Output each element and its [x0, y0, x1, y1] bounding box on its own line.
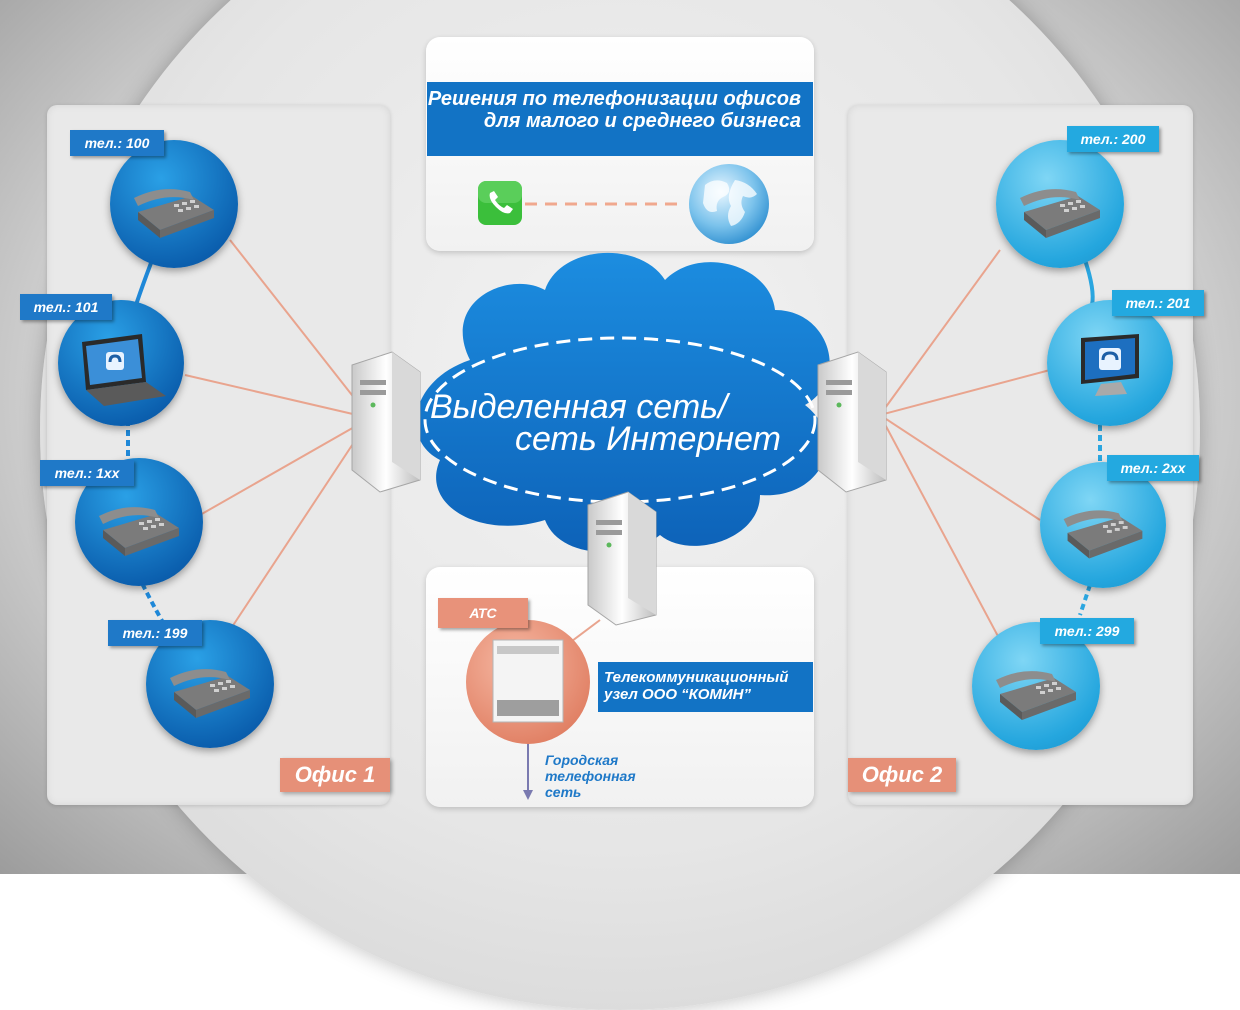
phone-tag-199: тел.: 199	[108, 620, 202, 646]
pbx-tag: АТС	[438, 598, 528, 628]
desk-phone-icon	[996, 671, 1076, 720]
office2-node-2xx[interactable]	[1040, 462, 1166, 588]
desk-phone-icon	[1020, 189, 1100, 238]
pbx-device	[466, 620, 590, 744]
desk-phone-icon	[134, 189, 214, 238]
network-diagram	[126, 164, 1102, 800]
desk-phone-icon	[1063, 510, 1143, 559]
phone-tag-100: тел.: 100	[70, 130, 164, 156]
desk-phone-icon	[170, 669, 250, 718]
office1-node-100[interactable]	[110, 140, 238, 268]
phone-tag-2xx: тел.: 2xx	[1107, 455, 1199, 481]
city-network-label: Городская телефонная сеть	[545, 752, 636, 800]
phone-tag-200: тел.: 200	[1067, 126, 1159, 152]
desk-phone-icon	[99, 507, 179, 556]
phone-tag-201: тел.: 201	[1112, 290, 1204, 316]
laptop-icon	[82, 334, 166, 406]
office2-label: Офис 2	[848, 758, 956, 792]
office2-node-200[interactable]	[996, 140, 1124, 268]
page-title: Решения по телефонизации офисов для мало…	[427, 82, 813, 156]
server-right	[817, 351, 887, 493]
phone-tag-299: тел.: 299	[1040, 618, 1134, 644]
phone-tag-1xx: тел.: 1xx	[40, 460, 134, 486]
globe-icon	[689, 164, 769, 244]
office1-node-101[interactable]	[58, 300, 184, 426]
server-center	[587, 491, 657, 626]
cloud-line1: Выделенная сеть/	[430, 388, 728, 426]
telecom-node-label: Телекоммуникационный узел ООО “КОМИН”	[598, 662, 813, 712]
phone-tag-101: тел.: 101	[20, 294, 112, 320]
server-left	[351, 351, 421, 493]
cloud-line2: сеть Интернет	[515, 420, 781, 458]
office1-links	[184, 239, 371, 631]
office2-links	[879, 249, 1051, 641]
office1-label: Офис 1	[280, 758, 390, 792]
office2-node-201[interactable]	[1047, 300, 1173, 426]
monitor-icon	[1081, 334, 1139, 396]
phone-app-icon	[478, 181, 522, 225]
